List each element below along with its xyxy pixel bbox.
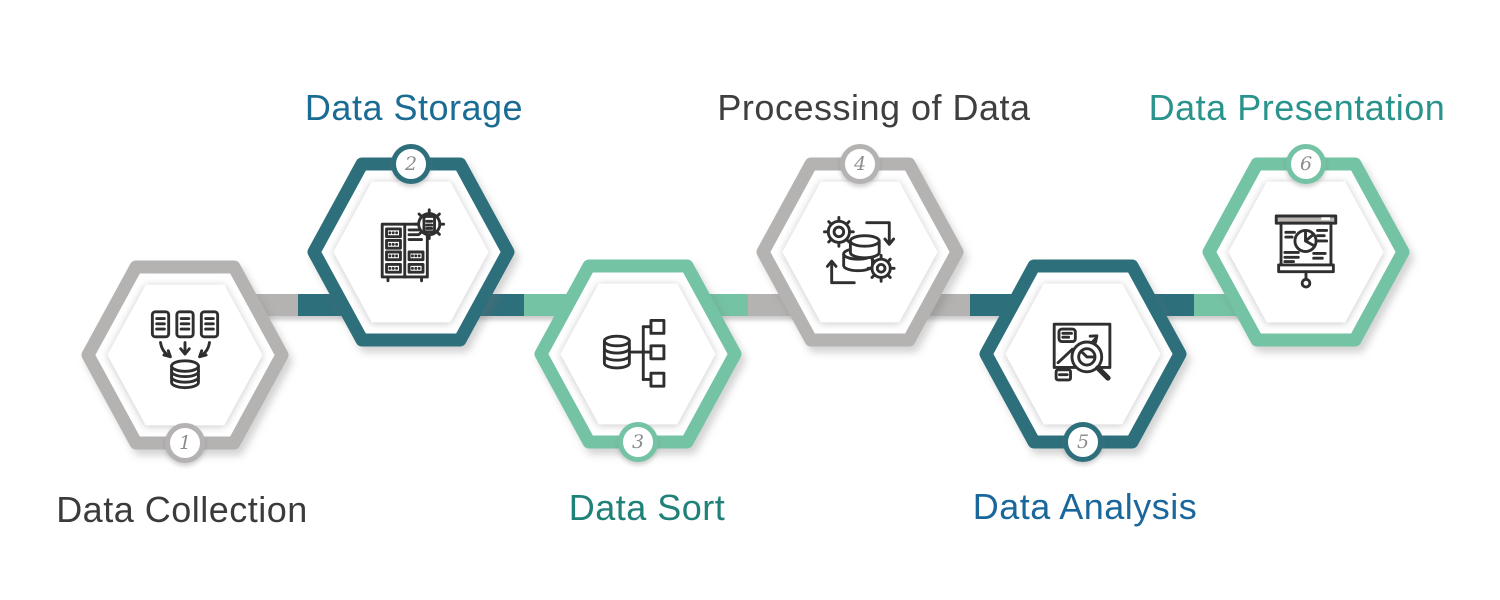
step-number-badge: 3 [618, 422, 658, 462]
step-label-data-presentation: Data Presentation [1148, 87, 1446, 128]
chart-magnifier-icon [1052, 322, 1112, 382]
step-number: 4 [853, 152, 867, 175]
step-data-collection: 1 [70, 250, 300, 463]
step-label-data-analysis: Data Analysis [972, 486, 1198, 527]
server-rack-gear-icon [380, 208, 446, 283]
step-number: 5 [1076, 430, 1090, 453]
gears-data-sync-icon [823, 216, 896, 285]
step-label-data-storage: Data Storage [304, 87, 524, 128]
step-data-analysis: 5 [968, 249, 1198, 462]
step-label-data-collection: Data Collection [56, 489, 308, 530]
step-processing-of-data: 4 [745, 144, 975, 357]
step-data-storage: 2 [296, 144, 526, 357]
step-label-data-sort: Data Sort [568, 487, 726, 528]
step-number-badge: 2 [391, 144, 431, 184]
step-number: 2 [404, 152, 418, 175]
step-number: 1 [178, 431, 192, 454]
step-number-badge: 5 [1063, 422, 1103, 462]
database-branch-icon [602, 318, 666, 388]
step-data-presentation: 6 [1191, 144, 1421, 357]
step-number-badge: 4 [840, 144, 880, 184]
hexagon-shape [534, 259, 742, 449]
documents-to-database-icon [150, 310, 220, 390]
step-number-badge: 1 [165, 423, 205, 463]
step-number: 6 [1299, 152, 1313, 175]
step-label-processing-of-data: Processing of Data [717, 87, 1031, 128]
step-number-badge: 6 [1286, 144, 1326, 184]
step-data-sort: 3 [523, 249, 753, 462]
step-number: 3 [631, 430, 645, 453]
presentation-screen-icon [1274, 214, 1338, 289]
